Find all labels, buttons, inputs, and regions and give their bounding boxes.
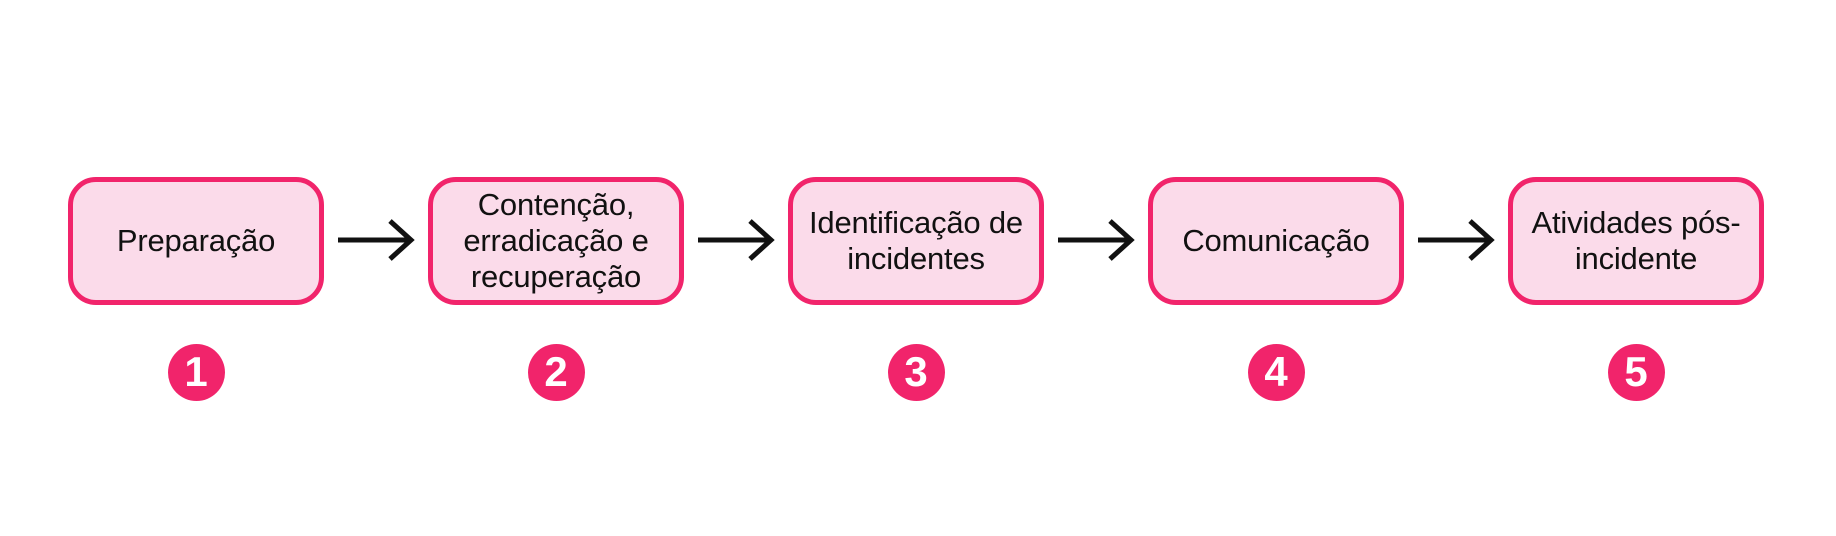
step-number: 2	[544, 347, 568, 395]
step-label: Contenção, erradicação e recuperação	[463, 186, 649, 295]
flow-connector	[1044, 218, 1148, 262]
step-number-badge-2: 2	[527, 344, 585, 401]
step-number-badge-5: 5	[1607, 344, 1665, 401]
step-number-badge-3: 3	[887, 344, 945, 401]
step-number-badge-4: 4	[1247, 344, 1305, 401]
step-box-1: Preparação	[68, 177, 324, 305]
step-number-badge-1: 1	[167, 344, 225, 401]
step-box-2: Contenção, erradicação e recuperação	[428, 177, 684, 305]
step-number: 5	[1624, 347, 1648, 395]
step-box-5: Atividades pós-incidente	[1508, 177, 1764, 305]
right-arrow-icon	[1058, 219, 1135, 261]
right-arrow-icon	[698, 219, 775, 261]
step-number: 1	[184, 347, 208, 395]
flow-step-4: Comunicação 4	[1148, 177, 1404, 401]
flow-step-2: Contenção, erradicação e recuperação 2	[428, 177, 684, 401]
step-number: 3	[904, 347, 928, 395]
step-label: Identificação de incidentes	[809, 204, 1023, 276]
step-label: Atividades pós-incidente	[1531, 204, 1741, 276]
flow-step-3: Identificação de incidentes 3	[788, 177, 1044, 401]
flow-row: Preparação 1 Contenção, erradicação e re…	[68, 177, 1764, 401]
step-box-3: Identificação de incidentes	[788, 177, 1044, 305]
right-arrow-icon	[338, 219, 415, 261]
flow-step-1: Preparação 1	[68, 177, 324, 401]
flow-connector	[1404, 218, 1508, 262]
step-label: Preparação	[116, 222, 276, 258]
step-number: 4	[1264, 347, 1288, 395]
flow-connector	[684, 218, 788, 262]
flow-connector	[324, 218, 428, 262]
step-box-4: Comunicação	[1148, 177, 1404, 305]
flow-step-5: Atividades pós-incidente 5	[1508, 177, 1764, 401]
step-label: Comunicação	[1182, 222, 1370, 258]
right-arrow-icon	[1418, 219, 1495, 261]
